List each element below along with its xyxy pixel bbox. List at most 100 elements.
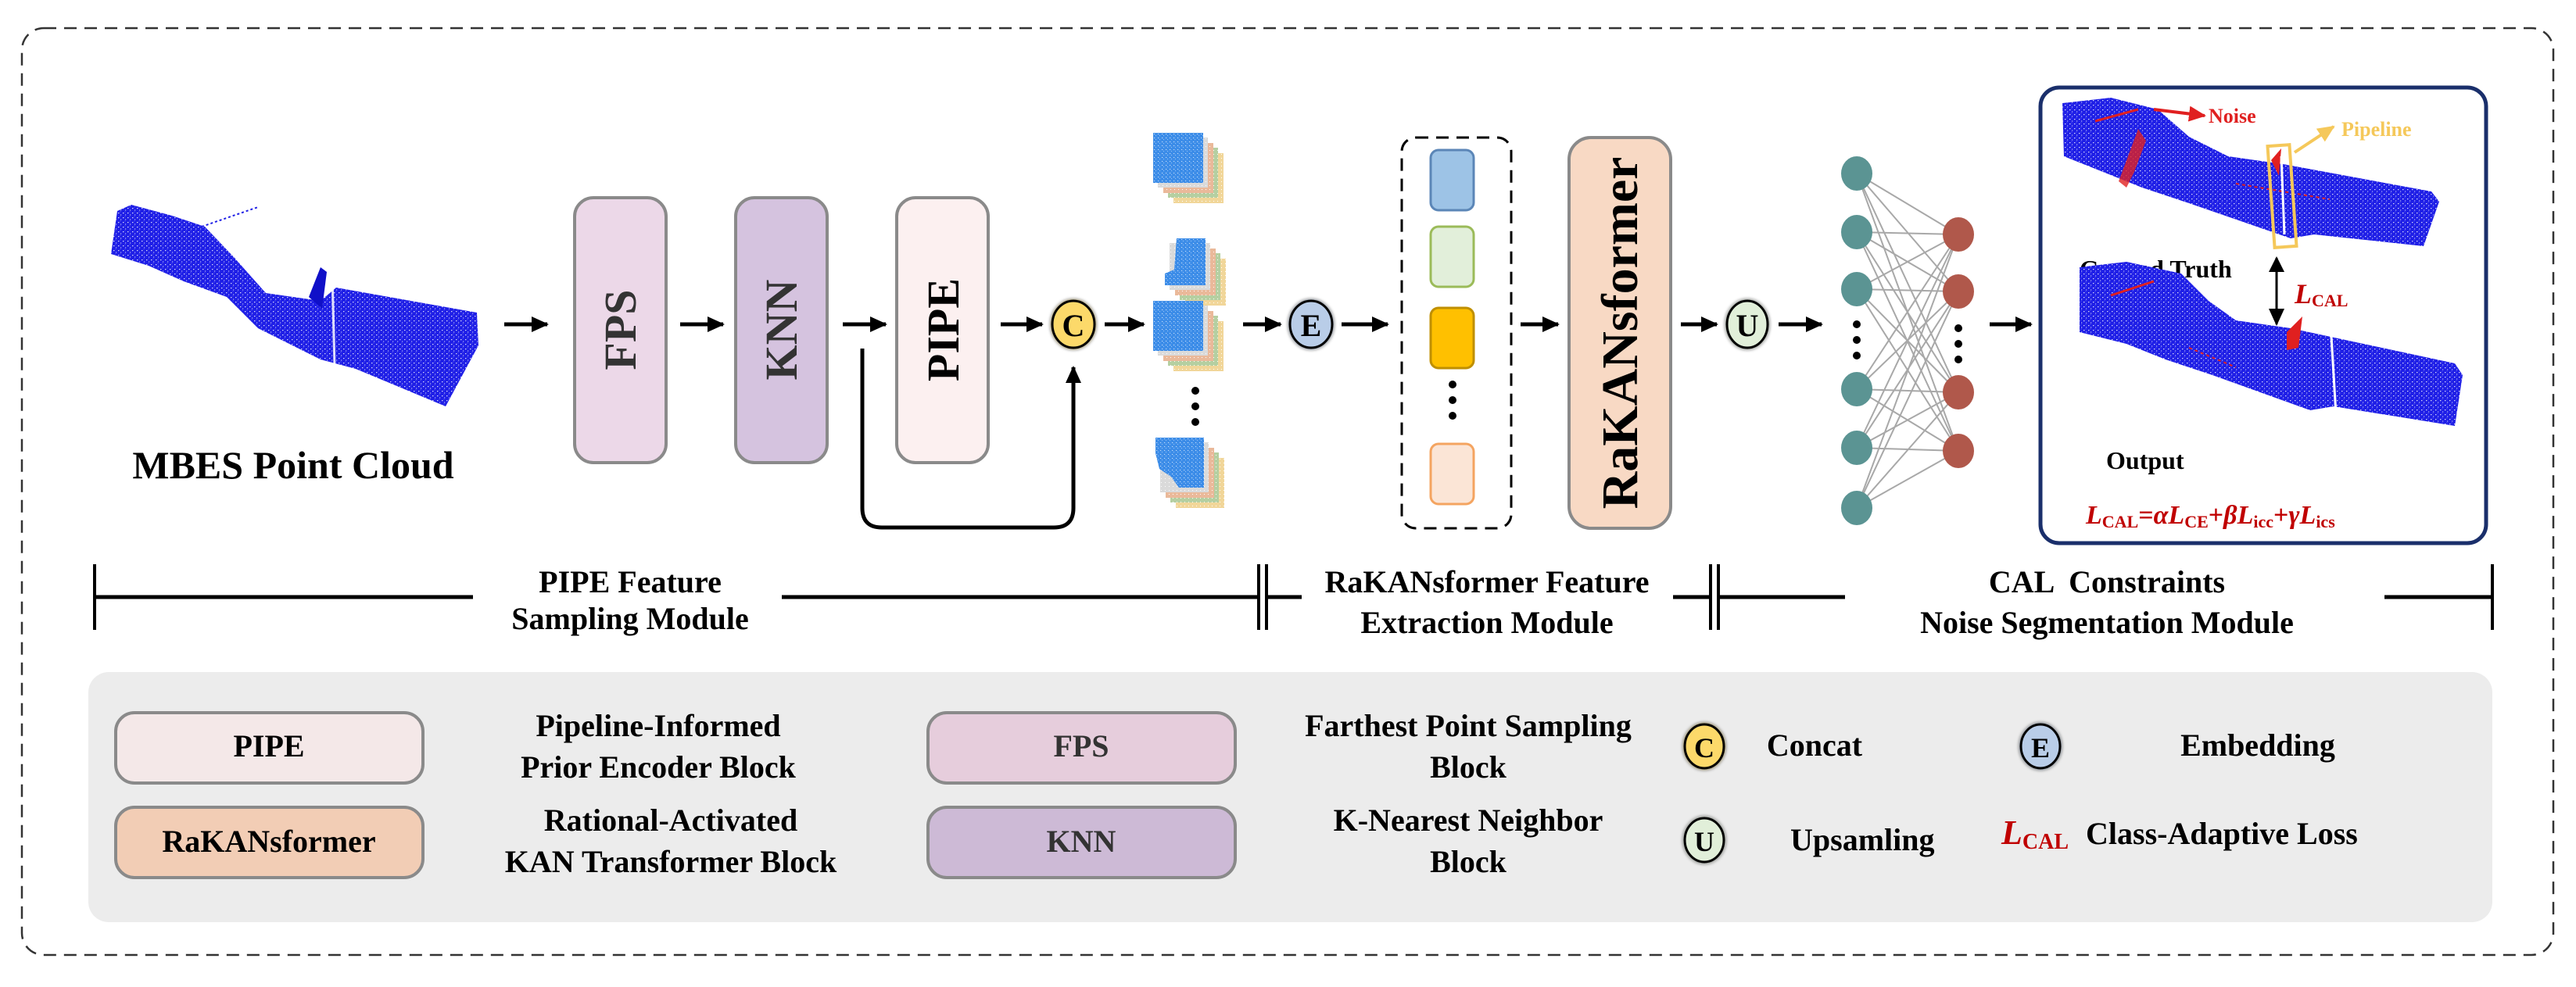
embedding-operator: E	[1288, 299, 1334, 349]
svg-text:Prior Encoder Block: Prior Encoder Block	[521, 749, 797, 785]
nn-edge	[1856, 173, 1959, 235]
fps-block: FPS	[573, 196, 668, 464]
output-panel: Noise Pipeline Ground Truth LCAL Output …	[2038, 85, 2488, 545]
svg-text:Sampling Module: Sampling Module	[511, 601, 748, 636]
ground-truth-cloud	[2062, 98, 2439, 246]
legend-item-concat: C Concat	[1683, 723, 1863, 770]
patch-stack	[1153, 301, 1224, 371]
svg-text:KAN Transformer Block: KAN Transformer Block	[505, 844, 837, 879]
token-sequence	[1400, 136, 1513, 530]
knn-block: KNN	[734, 196, 829, 464]
nn-edge	[1856, 450, 1959, 509]
module-label-pipe: PIPE Feature Sampling Module	[511, 564, 748, 636]
outer-frame	[20, 27, 2555, 957]
output-cloud	[2080, 262, 2463, 426]
rakansformer-block-label: RaKANsformer	[1592, 157, 1649, 510]
nn-ellipsis-dot	[1954, 356, 1962, 363]
nn-edge	[1856, 173, 1959, 393]
svg-text:Class-Adaptive Loss: Class-Adaptive Loss	[2086, 816, 2358, 851]
svg-text:RaKANsformer: RaKANsformer	[162, 824, 375, 859]
legend-item-pipe: PIPE Pipeline-Informed Prior Encoder Blo…	[114, 708, 797, 785]
nn-output-node	[1943, 274, 1974, 309]
svg-text:E: E	[2031, 732, 2050, 763]
pipe-block-label: PIPE	[918, 278, 969, 381]
svg-text:Extraction Module: Extraction Module	[1360, 605, 1613, 640]
input-point-cloud	[111, 205, 478, 406]
nn-input-node	[1841, 431, 1872, 465]
legend-item-fps: FPS Farthest Point Sampling Block	[926, 708, 1632, 785]
nn-edge	[1856, 234, 1959, 449]
legend-item-upsampling: U Upsamling	[1683, 817, 1935, 864]
output-label: Output	[2106, 446, 2184, 474]
nn-edge	[1856, 288, 1959, 292]
segmentation-head-network	[1841, 156, 1974, 525]
svg-text:Block: Block	[1430, 844, 1507, 879]
flow-arrows	[504, 316, 2033, 530]
patch-stack	[1165, 238, 1226, 306]
concat-icon	[1683, 723, 1725, 770]
fps-block-label: FPS	[595, 289, 646, 370]
nn-ellipsis-dot	[1954, 324, 1962, 332]
legend-item-rakansformer: RaKANsformer Rational-Activated KAN Tran…	[114, 803, 837, 879]
nn-input-node	[1841, 372, 1872, 406]
loss-icon: LCAL	[2001, 814, 2069, 854]
pipeline-arrow	[2293, 125, 2335, 154]
svg-text:Rational-Activated: Rational-Activated	[544, 803, 797, 838]
nn-ellipsis-dot	[1954, 340, 1962, 348]
module-brackets	[93, 564, 2494, 630]
upsampling-symbol: U	[1736, 308, 1759, 343]
embedding-symbol: E	[1301, 308, 1322, 343]
skip-connection-arrow	[860, 349, 1081, 530]
nn-edge	[1856, 234, 1959, 509]
svg-text:Concat: Concat	[1767, 728, 1863, 763]
upsampling-icon	[1683, 817, 1725, 864]
concat-symbol: C	[1062, 308, 1085, 343]
patch-stacks	[1153, 133, 1226, 508]
ellipsis-dots	[1191, 387, 1199, 426]
nn-ellipsis-dot	[1853, 352, 1861, 359]
nn-edge	[1856, 392, 1959, 449]
module-label-rakan: RaKANsformer Feature Extraction Module	[1324, 564, 1649, 640]
nn-edge	[1856, 388, 1959, 393]
legend-item-knn: KNN K-Nearest Neighbor Block	[926, 803, 1603, 879]
nn-input-node	[1841, 272, 1872, 306]
nn-output-node	[1943, 434, 1974, 468]
nn-output-node	[1943, 375, 1974, 409]
nn-edge	[1856, 291, 1959, 509]
token-blue	[1429, 148, 1475, 212]
rakansformer-block: RaKANsformer	[1567, 136, 1672, 530]
concat-operator: C	[1051, 299, 1096, 349]
loss-formula: LCAL=αLCE+βLicc+γLics	[2085, 501, 2335, 531]
input-label: MBES Point Cloud	[132, 443, 453, 487]
svg-text:Block: Block	[1430, 749, 1507, 785]
pipeline-label: Pipeline	[2341, 118, 2412, 141]
noise-arrow	[2153, 105, 2206, 122]
patch-stack	[1155, 438, 1224, 508]
nn-output-node	[1943, 217, 1974, 252]
svg-text:Upsamling: Upsamling	[1790, 822, 1935, 857]
svg-text:FPS: FPS	[1053, 728, 1109, 763]
embedding-icon	[2019, 723, 2062, 770]
nn-ellipsis-dot	[1853, 336, 1861, 344]
noise-label: Noise	[2209, 105, 2256, 127]
upsampling-operator: U	[1725, 299, 1769, 349]
nn-edge	[1856, 234, 1959, 390]
nn-edge	[1856, 231, 1959, 235]
svg-text:PIPE: PIPE	[233, 728, 304, 763]
svg-text:K-Nearest Neighbor: K-Nearest Neighbor	[1334, 803, 1603, 838]
svg-text:Pipeline-Informed: Pipeline-Informed	[536, 708, 780, 743]
token-green	[1429, 225, 1475, 288]
token-gold	[1429, 306, 1475, 370]
svg-text:RaKANsformer Feature: RaKANsformer Feature	[1324, 564, 1649, 599]
legend: PIPE Pipeline-Informed Prior Encoder Blo…	[88, 672, 2492, 922]
nn-edge	[1856, 392, 1959, 509]
patch-stack	[1153, 133, 1224, 203]
svg-text:Embedding: Embedding	[2180, 728, 2335, 763]
loss-symbol: LCAL	[2294, 278, 2348, 310]
legend-item-loss: LCAL Class-Adaptive Loss	[2001, 814, 2358, 854]
module-label-cal: CAL Constraints Noise Segmentation Modul…	[1920, 564, 2294, 640]
pipeline-highlight-box	[2266, 143, 2298, 249]
legend-item-embedding: E Embedding	[2019, 723, 2335, 770]
knn-block-label: KNN	[756, 279, 807, 380]
svg-text:KNN: KNN	[1047, 824, 1116, 859]
